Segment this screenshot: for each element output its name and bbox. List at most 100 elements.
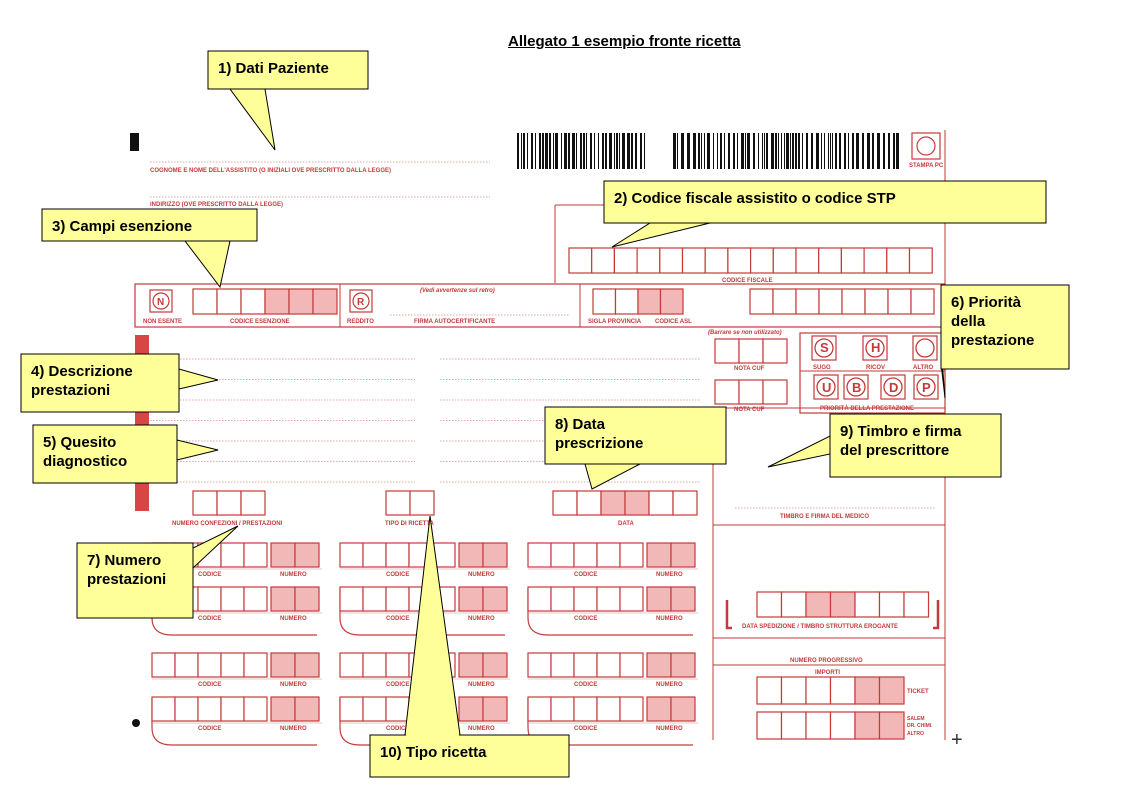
timbro-medico-label: TIMBRO E FIRMA DEL MEDICO [780, 514, 869, 520]
codice-box [197, 652, 222, 678]
codice-box [174, 652, 199, 678]
codice-label: CODICE [574, 682, 597, 688]
codice-box [596, 542, 621, 568]
callout-text: 4) Descrizione [31, 363, 133, 380]
ricov-label: RICOV [866, 365, 885, 371]
numero-confezioni-box [192, 490, 218, 516]
extra-box [864, 288, 889, 315]
tipo-ricetta-box [385, 490, 411, 516]
data-spedizione-box [756, 591, 783, 618]
callout-c2: 2) Codice fiscale assistito o codice STP [603, 180, 1047, 248]
data-spedizione-label: DATA SPEDIZIONE / TIMBRO STRUTTURA EROGA… [742, 624, 898, 630]
page-title: Allegato 1 esempio fronte ricetta [508, 33, 741, 50]
codice-fiscale-label: CODICE FISCALE [722, 278, 773, 284]
non-esente-label: NON ESENTE [143, 319, 182, 325]
priorita-letter-H: H [871, 340, 880, 355]
data-box [672, 490, 698, 516]
esenzione-box [288, 288, 314, 315]
codice-box [596, 586, 621, 612]
codice-label: CODICE [386, 616, 409, 622]
nota-cuf-box [762, 338, 788, 364]
codice-box [362, 586, 387, 612]
codice-fiscale-box [568, 247, 593, 274]
svg-text:DR. CHIMI.: DR. CHIMI. [907, 723, 933, 729]
codice-box [619, 586, 644, 612]
vedi-avvertenze: (Vedi avvertenze sul retro) [420, 288, 495, 294]
numero-box [482, 652, 508, 678]
data-box [552, 490, 578, 516]
codice-box [151, 652, 176, 678]
numero-box [294, 696, 320, 722]
codice-label: CODICE [198, 616, 221, 622]
numero-box [646, 652, 672, 678]
callout-text: diagnostico [43, 453, 127, 470]
callout-c7: 7) Numero prestazioni [76, 525, 239, 619]
importi-box [829, 711, 856, 740]
codice-fiscale-box [636, 247, 661, 274]
codice-label: CODICE [574, 572, 597, 578]
codice-box [596, 652, 621, 678]
codice-box [527, 696, 552, 722]
priorita-letter-B: B [852, 380, 861, 395]
codice-label: CODICE [198, 682, 221, 688]
altro-importi-label: ALTRO [907, 731, 924, 737]
data-boxes [552, 490, 698, 516]
callout-text: 3) Campi esenzione [52, 218, 192, 235]
codice-box [573, 652, 598, 678]
codice-box [550, 542, 575, 568]
codice-box [619, 542, 644, 568]
importi-box [854, 676, 881, 705]
numero-box [270, 696, 296, 722]
callout-c10: 10) Tipo ricetta [369, 515, 570, 778]
codice-label: CODICE [574, 616, 597, 622]
tipo-ricetta-boxes [385, 490, 435, 516]
numero-label: NUMERO [656, 572, 683, 578]
address-line-label: INDIRIZZO (OVE PRESCRITTO DALLA LEGGE) [150, 202, 283, 208]
numero-label: NUMERO [468, 726, 495, 732]
priorita-letter-D: D [889, 380, 898, 395]
nota-cuf-box [738, 379, 764, 405]
data-box [648, 490, 674, 516]
codice-box [220, 586, 245, 612]
numero-box [670, 542, 696, 568]
numero-box [458, 542, 484, 568]
numero-box [646, 542, 672, 568]
tipo-ricetta-label: TIPO DI RICETTA [385, 521, 435, 527]
data-spedizione-boxes [756, 591, 930, 618]
codice-box [573, 696, 598, 722]
codice-box [550, 586, 575, 612]
priorita-frame [799, 332, 946, 414]
codice-fiscale-box [681, 247, 706, 274]
codice-fiscale-box [908, 247, 933, 274]
callout-text: 1) Dati Paziente [218, 60, 329, 77]
numero-confezioni-boxes [192, 490, 266, 516]
callout-text: prestazioni [87, 571, 166, 588]
esenzione-box [240, 288, 266, 315]
callout-text: del prescrittore [840, 442, 949, 459]
data-spedizione-box [780, 591, 807, 618]
extra-box [910, 288, 935, 315]
numero-label: NUMERO [468, 682, 495, 688]
callout-text: 10) Tipo ricetta [380, 744, 487, 761]
codice-box [220, 696, 245, 722]
priorita-letter-U: U [822, 380, 831, 395]
callout-text: 5) Quesito [43, 434, 116, 451]
codice-box [339, 652, 364, 678]
nota-cuf-box [714, 338, 740, 364]
esenzione-box [264, 288, 290, 315]
codice-fiscale-box [591, 247, 616, 274]
numero-label: NUMERO [656, 726, 683, 732]
callout-text: 7) Numero [87, 552, 161, 569]
importi-box [805, 711, 832, 740]
sigla-asl-box [592, 288, 617, 315]
codice-fiscale-boxes [568, 247, 933, 274]
callout-text: 6) Priorità [951, 294, 1022, 311]
codice-esenzione-label: CODICE ESENZIONE [230, 319, 290, 325]
codice-box [220, 542, 245, 568]
numero-label: NUMERO [468, 572, 495, 578]
codice-box [362, 542, 387, 568]
